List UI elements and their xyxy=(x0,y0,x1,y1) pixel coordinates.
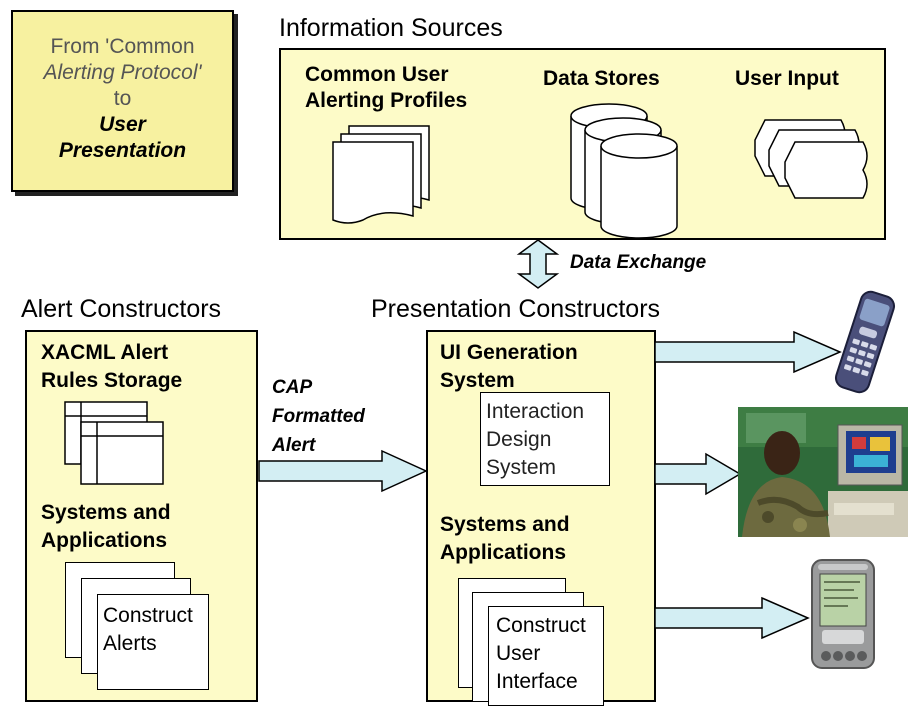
interaction-line-1: Interaction xyxy=(486,400,585,423)
construct-ui-line-3: Interface xyxy=(496,670,578,693)
pda-output-arrow xyxy=(654,596,810,640)
title-line-1: From 'Common xyxy=(50,35,195,58)
title-line-4: User xyxy=(99,113,146,136)
pda-icon xyxy=(811,559,875,669)
mobile-phone-icon xyxy=(834,290,896,394)
profiles-label-line-1: Common User xyxy=(305,63,449,86)
construct-alerts-line-2: Alerts xyxy=(103,632,157,655)
data-exchange-label: Data Exchange xyxy=(570,252,707,273)
user-input-cards-icon xyxy=(754,119,868,199)
construct-alerts-card xyxy=(97,594,209,690)
interaction-line-3: System xyxy=(486,456,557,479)
title-box: From 'Common Alerting Protocol' to User … xyxy=(11,10,234,192)
profiles-label-line-2: Alerting Profiles xyxy=(305,89,468,112)
presentation-constructors-panel: UI Generation System Interaction Design … xyxy=(426,330,656,706)
presentation-constructors-heading: Presentation Constructors xyxy=(371,295,661,323)
cap-label-line-2: Formatted xyxy=(272,406,365,427)
profiles-documents-icon xyxy=(332,125,430,224)
data-stores-label: Data Stores xyxy=(543,67,660,90)
ui-generation-label-line-1: UI Generation xyxy=(440,341,578,364)
alert-systems-label-line-1: Systems and xyxy=(41,501,171,524)
construct-alerts-line-1: Construct xyxy=(103,604,193,627)
presentation-systems-label-line-2: Applications xyxy=(440,541,567,564)
computer-output-arrow xyxy=(654,452,742,496)
alert-systems-label-line-2: Applications xyxy=(41,529,168,552)
construct-ui-line-2: User xyxy=(496,642,541,665)
phone-output-arrow xyxy=(654,330,842,374)
desktop-computer-user-photo xyxy=(738,407,908,537)
title-line-3: to xyxy=(113,87,132,110)
title-line-5: Presentation xyxy=(58,139,187,162)
xacml-label-line-2: Rules Storage xyxy=(41,369,183,392)
interaction-line-2: Design xyxy=(486,428,552,451)
data-stores-cylinders-icon xyxy=(570,103,678,239)
alert-constructors-heading: Alert Constructors xyxy=(21,295,222,323)
xacml-label-line-1: XACML Alert xyxy=(41,341,169,364)
rules-storage-icon xyxy=(64,401,164,485)
information-sources-heading: Information Sources xyxy=(279,14,503,42)
information-sources-panel: Common User Alerting Profiles Data Store… xyxy=(279,48,886,240)
user-input-label: User Input xyxy=(735,67,839,90)
presentation-systems-label-line-1: Systems and xyxy=(440,513,570,536)
alert-constructors-panel: XACML Alert Rules Storage Systems and Ap… xyxy=(25,330,258,702)
construct-ui-line-1: Construct xyxy=(496,614,586,637)
cap-label-line-3: Alert xyxy=(272,435,316,456)
ui-generation-label-line-2: System xyxy=(440,369,515,392)
title-line-2: Alerting Protocol' xyxy=(43,61,202,84)
data-exchange-arrow xyxy=(516,239,560,289)
cap-label-line-1: CAP xyxy=(272,377,313,398)
cap-formatted-alert-arrow xyxy=(258,449,428,493)
interaction-design-box xyxy=(480,392,610,486)
